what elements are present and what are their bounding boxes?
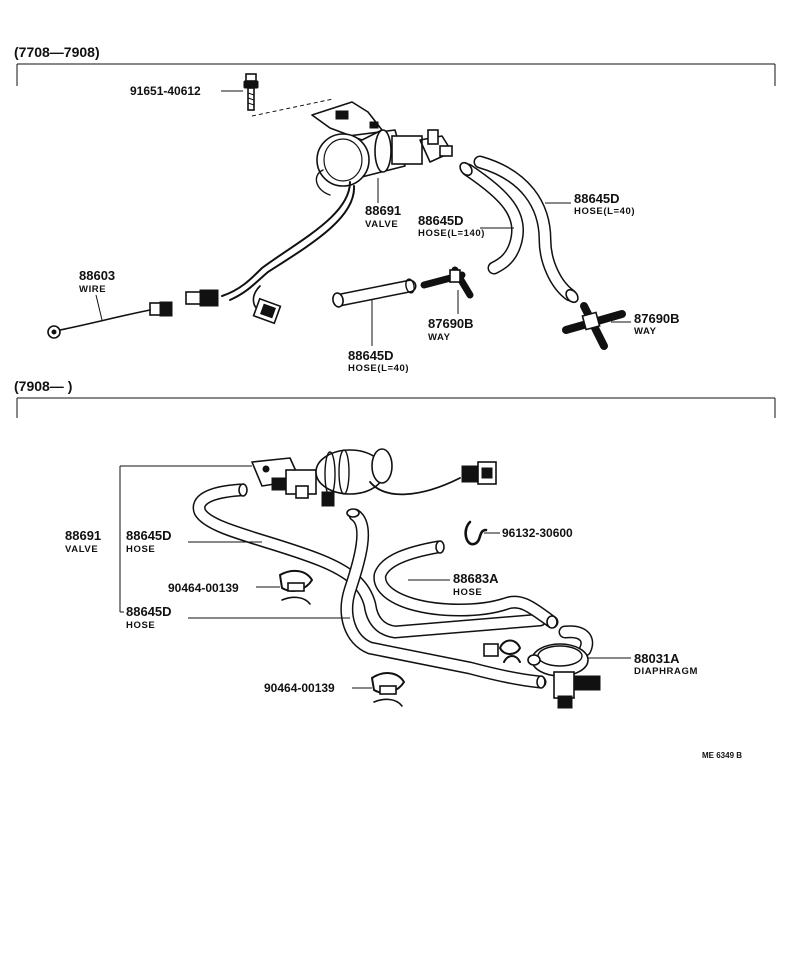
- hose-l140-part: [459, 161, 525, 275]
- hose-mid-description: HOSE(L=140): [418, 228, 485, 239]
- callout-wire: 88603 WIRE: [79, 268, 115, 321]
- callout-hose-mid-top: 88645D HOSE(L=140): [418, 213, 514, 239]
- callout-clamp-upper: 90464-00139: [168, 581, 280, 595]
- clamp-small-part: [499, 639, 521, 663]
- hose-right-part-number: 88645D: [574, 191, 620, 206]
- valve-part-top: [311, 101, 453, 196]
- clamp-upper-part: [279, 569, 313, 605]
- callout-clip: 96132-30600: [484, 526, 573, 540]
- callout-way-right: 87690B WAY: [611, 311, 680, 337]
- reference-code: ME 6349 B: [702, 751, 742, 760]
- bolt-part: [243, 73, 334, 117]
- wire-part-number: 88603: [79, 268, 115, 283]
- callout-hose-right-top: 88645D HOSE(L=40): [545, 191, 635, 217]
- bracket-lines: [119, 465, 252, 613]
- hose-bottom-part-number: 88645D: [348, 348, 394, 363]
- way-right-part: [562, 302, 626, 350]
- clip-part-number: 96132-30600: [502, 526, 573, 540]
- hose-upper-part-number: 88645D: [126, 528, 172, 543]
- callout-bolt-top: 91651-40612: [130, 84, 243, 98]
- section-range-label-bottom: (7908— ): [14, 378, 72, 394]
- section-range-label-top: (7708—7908): [14, 44, 100, 60]
- way-right-part-number: 87690B: [634, 311, 680, 326]
- callout-clamp-lower: 90464-00139: [264, 681, 372, 695]
- valve-part-bottom: [251, 448, 497, 507]
- diaphragm-part-number: 88031A: [634, 651, 680, 666]
- section-frame-top: (7708—7908): [14, 44, 776, 86]
- way-mid-description: WAY: [428, 332, 451, 343]
- clamp-upper-part-number: 90464-00139: [168, 581, 239, 595]
- hose-a-description: HOSE: [453, 587, 482, 598]
- callout-hose-lower-bottom: 88645D HOSE: [126, 604, 350, 631]
- hose-bundle-bottom: [192, 483, 594, 689]
- valve-part-number: 88691: [365, 203, 401, 218]
- valve-bottom-part-number: 88691: [65, 528, 101, 543]
- hose-a-part-number: 88683A: [453, 571, 499, 586]
- hose-lower-part-number: 88645D: [126, 604, 172, 619]
- callout-way-mid: 87690B WAY: [428, 290, 474, 343]
- clamp-lower-part: [371, 672, 405, 707]
- callout-hose-upper-bottom: 88645D HOSE: [126, 528, 262, 555]
- hose-upper-description: HOSE: [126, 544, 155, 555]
- diaphragm-part: [527, 643, 601, 709]
- wire-description: WIRE: [79, 284, 106, 295]
- way-mid-part: [420, 266, 474, 299]
- callout-valve-bottom: 88691 VALVE: [65, 528, 101, 555]
- hose-l40-right-part: [473, 155, 579, 304]
- hose-mid-part-number: 88645D: [418, 213, 464, 228]
- callout-hose-a: 88683A HOSE: [408, 571, 499, 598]
- diaphragm-description: DIAPHRAGM: [634, 666, 698, 677]
- valve-description: VALVE: [365, 219, 398, 230]
- callout-valve-top: 88691 VALVE: [365, 178, 401, 230]
- hose-bottom-description: HOSE(L=40): [348, 363, 409, 374]
- section-frame-bottom: (7908— ): [14, 378, 776, 418]
- way-right-description: WAY: [634, 326, 657, 337]
- clamp-lower-part-number: 90464-00139: [264, 681, 335, 695]
- hose-right-description: HOSE(L=40): [574, 206, 635, 217]
- wire-harness-part: [47, 181, 356, 339]
- hose-l40-bottom-part: [332, 278, 417, 308]
- clip-part: [464, 520, 488, 546]
- bolt-part-number: 91651-40612: [130, 84, 201, 98]
- callout-diaphragm: 88031A DIAPHRAGM: [588, 651, 698, 677]
- hose-lower-description: HOSE: [126, 620, 155, 631]
- way-mid-part-number: 87690B: [428, 316, 474, 331]
- callout-hose-bottom-top: 88645D HOSE(L=40): [348, 300, 409, 374]
- valve-bottom-description: VALVE: [65, 544, 98, 555]
